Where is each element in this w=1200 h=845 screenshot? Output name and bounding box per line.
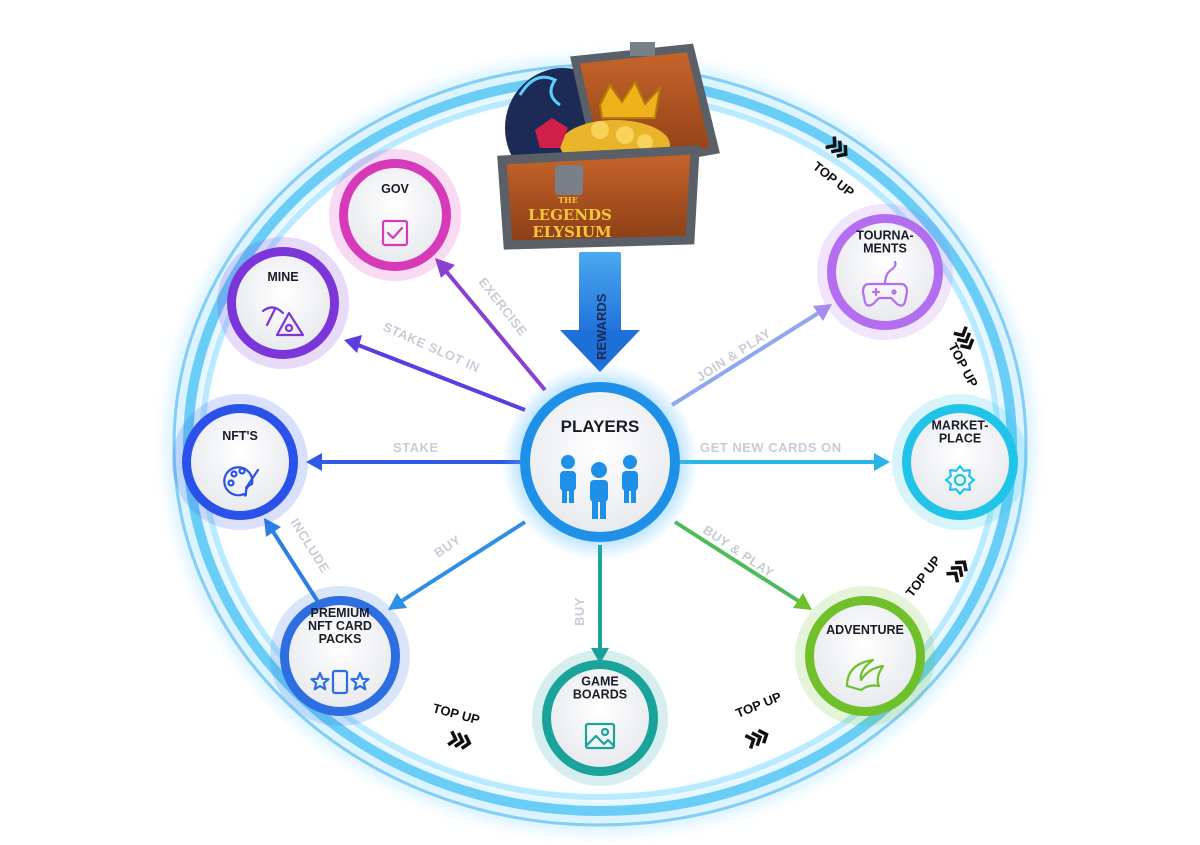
arrowhead-stake-slot [344, 335, 362, 353]
node-nfts[interactable]: NFT'S [172, 394, 308, 530]
node-adventure[interactable]: ADVENTURE [795, 586, 935, 726]
topup-badge: TOP UP [431, 700, 482, 750]
gamepad-icon [861, 260, 909, 307]
arrowhead-buy-boards [591, 648, 609, 664]
label-get-new-cards: GET NEW CARDS ON [700, 440, 842, 455]
chevrons-icon [744, 728, 769, 750]
players-node: PLAYERS [502, 364, 698, 560]
node-game-boards-title-2: BOARDS [573, 688, 627, 702]
arrow-join-play [670, 310, 822, 407]
arrow-exercise [443, 268, 547, 392]
label-stake: STAKE [393, 440, 439, 455]
arrowhead-buy-play [793, 593, 812, 610]
chevrons-icon [825, 136, 848, 158]
arrow-stake-slot [357, 343, 526, 412]
label-buy-boards: BUY [572, 597, 587, 626]
node-marketplace-title-2: PLACE [939, 432, 981, 446]
topup-badge: TOP UP [734, 689, 784, 750]
node-gov-title-1: GOV [381, 182, 409, 196]
node-tournaments-title-1: TOURNA- [856, 229, 913, 243]
pickaxe-icon [261, 306, 305, 337]
node-nfts-title-1: NFT'S [222, 429, 258, 443]
adventure-icon [845, 658, 885, 692]
topup-label: TOP UP [431, 700, 481, 727]
people-icon [560, 455, 638, 519]
card-stars-icon [310, 669, 370, 695]
node-tournaments-title-2: MENTS [863, 242, 907, 256]
palette-icon [223, 466, 260, 497]
chevrons-icon [953, 326, 975, 350]
topup-label: TOP UP [903, 553, 945, 600]
node-marketplace[interactable]: MARKET-PLACE [892, 394, 1028, 530]
label-buy-play: BUY & PLAY [700, 522, 777, 580]
node-gov[interactable]: GOV [329, 149, 461, 281]
chevrons-icon [447, 730, 472, 750]
arrow-include [270, 528, 322, 607]
arrowhead-join-play [813, 304, 832, 321]
node-premium-title-2: NFT CARD [308, 619, 372, 633]
label-stake-slot-in: STAKE SLOT IN [381, 319, 483, 375]
checkbox-icon [381, 219, 409, 247]
node-mine-title-1: MINE [267, 270, 298, 284]
arrowhead-exercise [435, 258, 455, 278]
edge-arrows [264, 258, 890, 664]
arrow-buy-play [673, 520, 802, 604]
treasure-chest: THE LEGENDS ELYSIUM [497, 42, 720, 250]
rewards-arrow: REWARDS [560, 252, 640, 372]
node-marketplace-title-1: MARKET- [932, 419, 989, 433]
rewards-label: REWARDS [594, 293, 609, 360]
label-buy-premium: BUY [431, 532, 463, 561]
node-game-boards-title-1: GAME [581, 675, 619, 689]
chest-brand-legends: LEGENDS [528, 206, 612, 224]
chevrons-icon [946, 560, 968, 583]
label-exercise: EXERCISE [476, 275, 531, 339]
chest-brand-elysium: ELYSIUM [532, 223, 611, 241]
node-tournaments[interactable]: TOURNA-MENTS [817, 204, 953, 340]
arrow-buy-premium [398, 520, 527, 604]
topup-label: TOP UP [734, 689, 784, 721]
image-icon [584, 722, 616, 750]
arrowhead-include [264, 518, 281, 537]
node-premium-title-1: PREMIUM [310, 606, 369, 620]
label-join-play: JOIN & PLAY [693, 325, 773, 384]
node-adventure-title-1: ADVENTURE [826, 623, 904, 637]
gear-icon [944, 464, 976, 496]
arrowhead-buy-premium [388, 593, 407, 610]
arrowhead-get-new-cards [874, 453, 890, 471]
node-mine[interactable]: MINE [217, 237, 349, 369]
arrowhead-stake [306, 453, 322, 471]
chest-brand-the: THE [558, 195, 578, 205]
node-premium-title-3: PACKS [319, 632, 362, 646]
players-label: PLAYERS [561, 417, 640, 436]
